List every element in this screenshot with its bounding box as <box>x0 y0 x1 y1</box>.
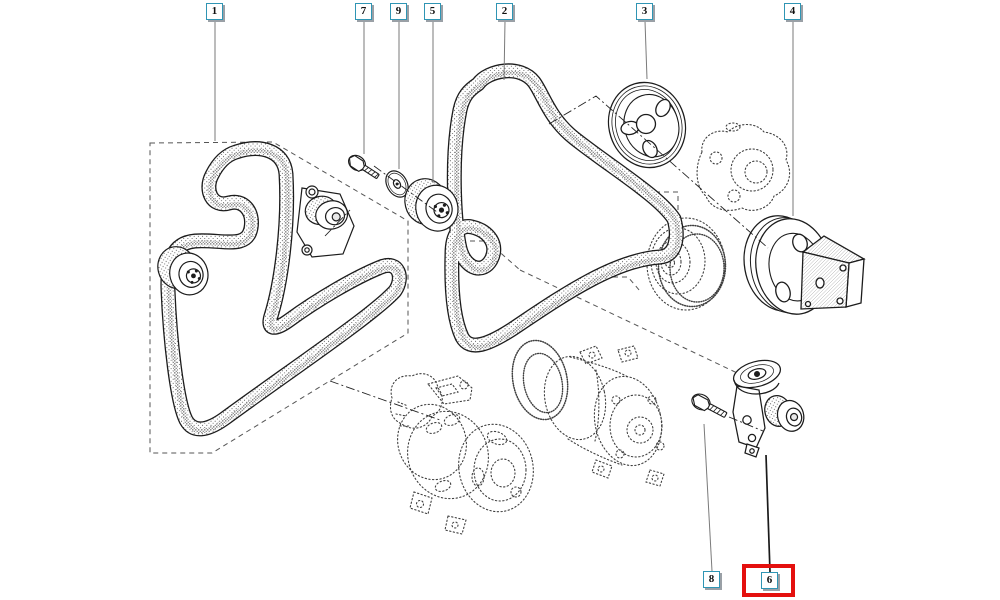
dashed-fragment <box>655 191 679 214</box>
ghost-ac-compressor <box>511 339 665 487</box>
dashed-leader-to-tensioner <box>519 269 753 381</box>
axis-belt1-alternator <box>329 380 441 421</box>
callout-1[interactable]: 1 <box>206 3 223 20</box>
dashed-construction-lines <box>149 141 753 454</box>
idler-pulley-kit1-drawing <box>157 246 209 296</box>
callout-4[interactable]: 4 <box>784 3 801 20</box>
callout-5[interactable]: 5 <box>424 3 441 20</box>
callout-6[interactable]: 6 <box>761 572 778 589</box>
dashed-fragment <box>470 240 521 271</box>
bolt-7-drawing <box>347 154 380 179</box>
callout-3[interactable]: 3 <box>636 3 653 20</box>
idler-pulley-5-drawing <box>404 178 459 232</box>
belt-1-drawing <box>160 141 407 437</box>
ghost-alternator <box>389 373 534 535</box>
dashed-box-part1 <box>149 141 409 454</box>
tensioner-kit1-drawing <box>296 185 355 258</box>
axis-centerlines <box>324 95 769 432</box>
callout-8[interactable]: 8 <box>703 571 720 588</box>
axis-bolt8-tensioner6 <box>728 416 764 432</box>
callout-2[interactable]: 2 <box>496 3 513 20</box>
callout-9[interactable]: 9 <box>390 3 407 20</box>
axis-tensioner-kit1 <box>324 209 351 237</box>
dashed-fragment <box>604 276 641 292</box>
bolt-8-drawing <box>691 393 728 418</box>
washer-9-drawing <box>385 170 409 198</box>
pump-4-drawing <box>743 215 866 315</box>
belt-2-drawing <box>444 63 684 353</box>
pulley-3-drawing <box>607 81 687 169</box>
tensioner-6-drawing <box>732 359 805 458</box>
axis-pulley3-pump4 <box>548 95 769 249</box>
ghost-power-steering-pump <box>696 122 791 211</box>
axis-bolt7-washer9-pulley5 <box>373 165 438 213</box>
callout-7[interactable]: 7 <box>355 3 372 20</box>
